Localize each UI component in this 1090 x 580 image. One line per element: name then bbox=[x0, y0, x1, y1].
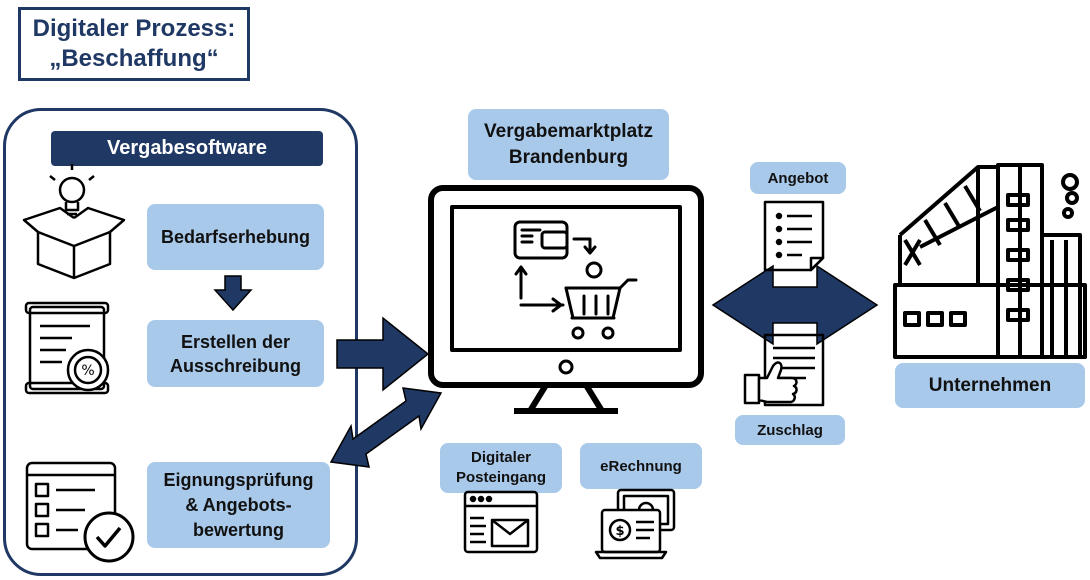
angebot-text: Angebot bbox=[767, 169, 829, 187]
unternehmen-label: Unternehmen bbox=[895, 363, 1085, 408]
zuschlag-label: Zuschlag bbox=[735, 415, 845, 445]
vergabesoftware-header: Vergabesoftware bbox=[51, 131, 323, 166]
marktplatz-line-2: Brandenburg bbox=[508, 146, 629, 168]
step-eignungspruefung-line-3: bewertung bbox=[192, 519, 284, 540]
tender-document-icon: % bbox=[24, 301, 110, 395]
email-window-icon bbox=[463, 490, 539, 554]
erechnung-text: eRechnung bbox=[600, 457, 682, 475]
step-eignungspruefung-line-2: & Angebots- bbox=[185, 494, 292, 515]
offer-document-icon bbox=[763, 200, 825, 272]
checklist-icon bbox=[25, 461, 135, 563]
invoice-laptop-icon: $ bbox=[594, 488, 676, 560]
diagram-title: Digitaler Prozess: „Beschaffung“ bbox=[18, 7, 250, 81]
marktplatz-line-1: Vergabemarktplatz bbox=[484, 120, 653, 142]
step-bedarfserhebung: Bedarfserhebung bbox=[147, 204, 324, 270]
svg-text:%: % bbox=[81, 363, 94, 379]
step-ausschreibung: Erstellen der Ausschreibung bbox=[147, 320, 324, 387]
title-line-1: Digitaler Prozess: bbox=[32, 15, 236, 42]
wallet-cart-icon bbox=[513, 220, 638, 340]
arrow-down bbox=[213, 275, 253, 312]
arrow-horizontal-bidirectional bbox=[711, 264, 879, 346]
angebot-label: Angebot bbox=[750, 162, 846, 194]
arrow-diagonal-bidirectional bbox=[329, 387, 443, 468]
erechnung-label: eRechnung bbox=[580, 443, 702, 489]
factory-icon bbox=[893, 163, 1087, 359]
step-ausschreibung-line-1: Erstellen der bbox=[180, 331, 291, 352]
title-line-2: „Beschaffung“ bbox=[49, 45, 219, 72]
monitor-icon bbox=[428, 185, 704, 414]
step-eignungspruefung-line-1: Eignungsprüfung bbox=[163, 469, 314, 490]
step-eignungspruefung: Eignungsprüfung & Angebots- bewertung bbox=[147, 462, 330, 548]
svg-text:$: $ bbox=[615, 524, 624, 539]
step-ausschreibung-line-2: Ausschreibung bbox=[169, 355, 302, 376]
thumbs-up-document-icon bbox=[743, 333, 825, 407]
step-bedarfserhebung-line-1: Bedarfserhebung bbox=[160, 226, 311, 247]
marktplatz-label: Vergabemarktplatz Brandenburg bbox=[468, 109, 669, 180]
posteingang-line-1: Digitaler bbox=[470, 449, 531, 466]
lightbulb-box-icon bbox=[22, 164, 126, 280]
posteingang-line-2: Posteingang bbox=[455, 469, 546, 486]
unternehmen-text: Unternehmen bbox=[928, 374, 1052, 396]
arrow-to-marktplatz bbox=[336, 316, 430, 392]
posteingang-label: Digitaler Posteingang bbox=[440, 443, 562, 493]
zuschlag-text: Zuschlag bbox=[757, 421, 823, 439]
